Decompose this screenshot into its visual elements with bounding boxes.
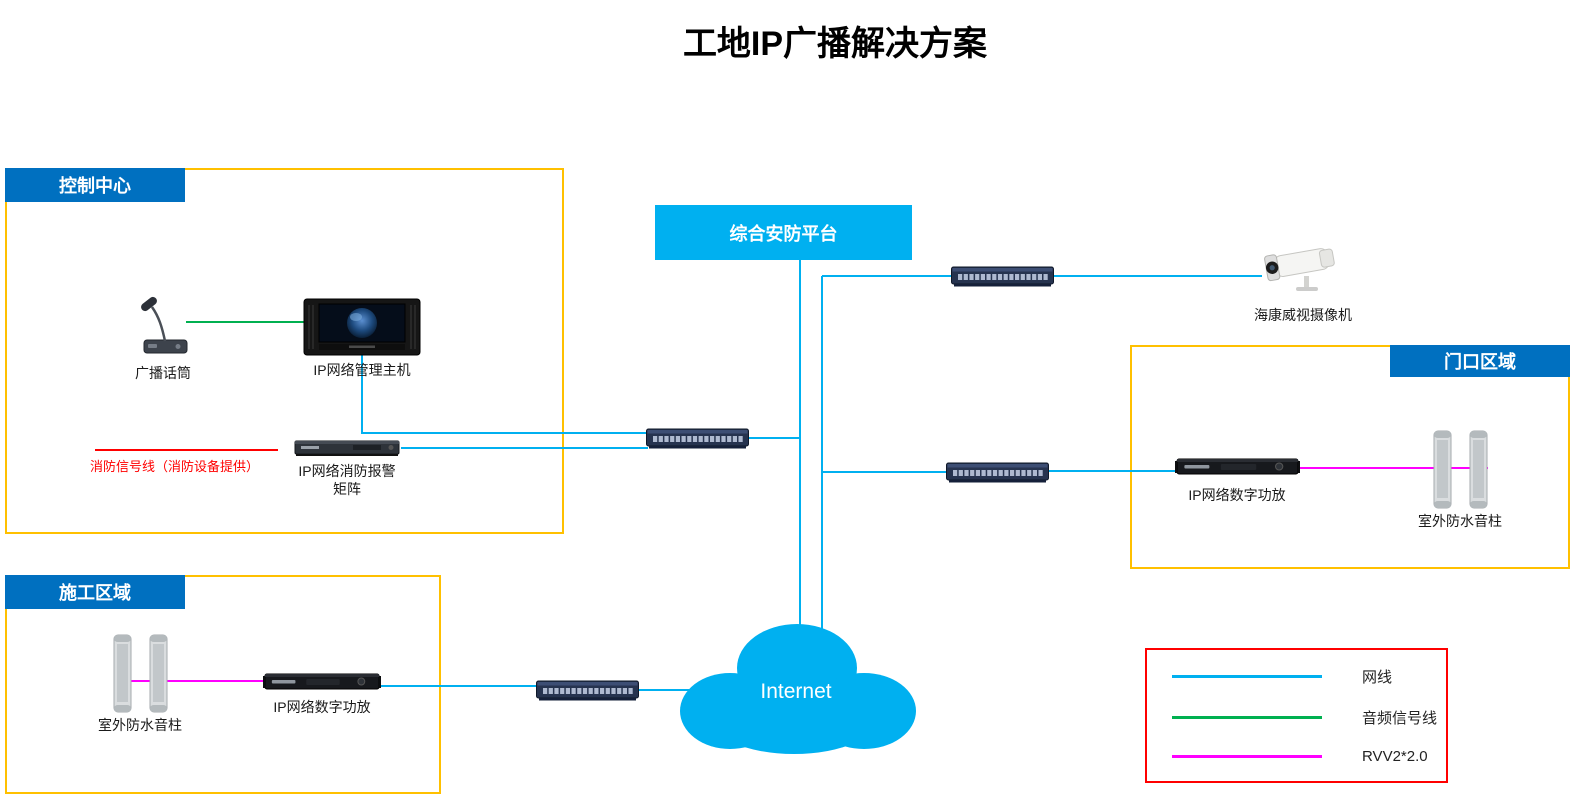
fire-matrix-device <box>293 438 401 458</box>
gate-area-header: 门口区域 <box>1390 345 1570 377</box>
microphone-icon <box>135 295 195 360</box>
site-amplifier-device <box>263 670 381 694</box>
internet-cloud: Internet <box>672 616 920 758</box>
gate-amplifier-device <box>1175 455 1300 479</box>
site-speakers-device <box>108 632 173 716</box>
legend-box: 网线 音频信号线 RVV2*2.0 <box>1145 648 1448 783</box>
legend-item-rvv: RVV2*2.0 <box>1147 748 1446 765</box>
management-host-device <box>303 298 421 356</box>
legend-item-audio: 音频信号线 <box>1147 707 1446 728</box>
speaker-columns-icon <box>1428 428 1493 512</box>
internet-label: Internet <box>760 680 832 703</box>
camera-device <box>1258 236 1346 300</box>
site-speakers-label: 室外防水音柱 <box>98 717 182 733</box>
legend-label: 网线 <box>1362 669 1393 686</box>
switch-3-device <box>945 459 1050 485</box>
security-platform-box: 综合安防平台 <box>655 205 912 260</box>
legend-label: RVV2*2.0 <box>1362 748 1428 765</box>
switch-2-device <box>645 425 750 451</box>
fire-matrix-label: IP网络消防报警矩阵 <box>298 463 396 498</box>
gate-amplifier-label: IP网络数字功放 <box>1188 487 1286 503</box>
microphone-device <box>135 295 195 360</box>
amplifier-icon <box>1175 455 1300 479</box>
control-center-header: 控制中心 <box>5 168 185 202</box>
camera-label: 海康威视摄像机 <box>1254 307 1352 323</box>
amplifier-icon <box>263 670 381 694</box>
management-host-icon <box>303 298 421 356</box>
construction-area-box: 施工区域 <box>5 575 441 794</box>
gate-area-box: 门口区域 <box>1130 345 1570 569</box>
rvv-line-swatch <box>1172 755 1322 758</box>
legend-label: 音频信号线 <box>1362 710 1438 727</box>
site-amplifier-label: IP网络数字功放 <box>273 699 371 715</box>
legend-item-network: 网线 <box>1147 666 1446 687</box>
control-center-box: 控制中心 <box>5 168 564 534</box>
switch-1-device <box>950 263 1055 289</box>
cloud-icon <box>680 624 916 754</box>
network-line-swatch <box>1172 675 1322 678</box>
gate-speakers-device <box>1428 428 1493 512</box>
construction-area-header: 施工区域 <box>5 575 185 609</box>
speaker-columns-icon <box>108 632 173 716</box>
page-title: 工地IP广播解决方案 <box>682 25 988 63</box>
gate-speakers-label: 室外防水音柱 <box>1418 513 1502 529</box>
camera-icon <box>1258 236 1346 300</box>
fire-signal-annotation: 消防信号线（消防设备提供） <box>90 459 260 474</box>
network-switch-icon <box>945 459 1050 485</box>
network-switch-icon <box>645 425 750 451</box>
switch-4-device <box>535 677 640 703</box>
management-host-label: IP网络管理主机 <box>313 362 411 378</box>
microphone-label: 广播话筒 <box>135 365 191 381</box>
network-switch-icon <box>950 263 1055 289</box>
fire-matrix-icon <box>293 438 401 458</box>
network-switch-icon <box>535 677 640 703</box>
audio-line-swatch <box>1172 716 1322 719</box>
